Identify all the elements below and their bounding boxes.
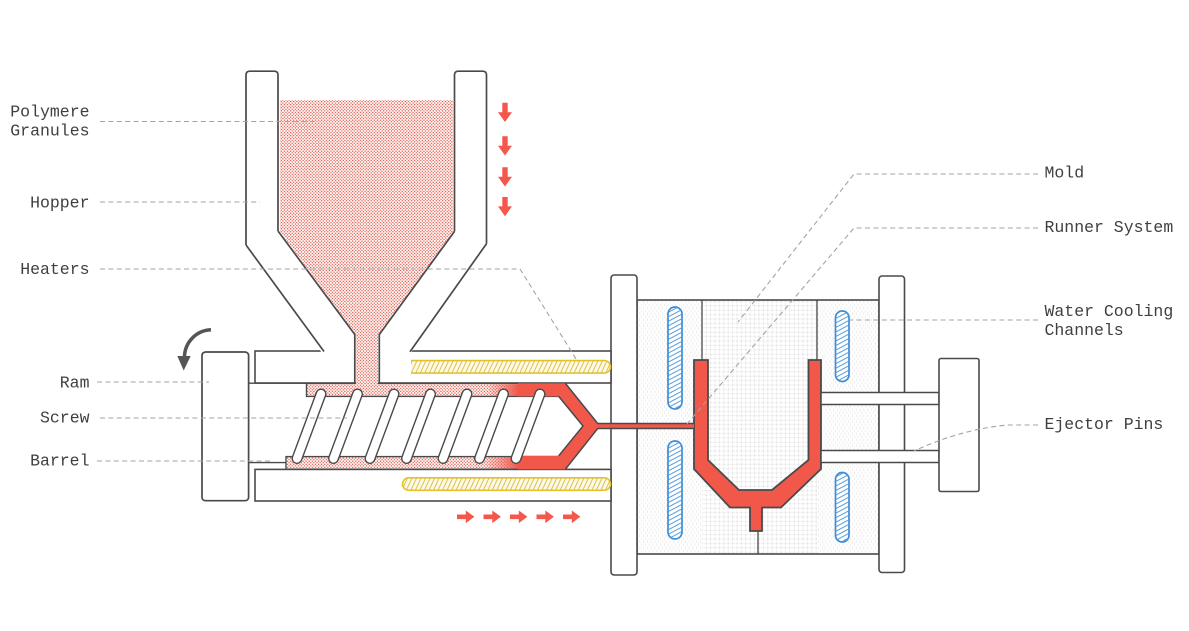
svg-text:Granules: Granules bbox=[10, 121, 89, 140]
svg-text:Heaters: Heaters bbox=[20, 260, 89, 279]
svg-text:Barrel: Barrel bbox=[30, 452, 89, 471]
svg-text:Ram: Ram bbox=[60, 374, 90, 393]
svg-text:Polymere: Polymere bbox=[10, 103, 89, 122]
svg-text:Channels: Channels bbox=[1045, 321, 1124, 340]
svg-text:Screw: Screw bbox=[40, 409, 90, 428]
svg-text:Mold: Mold bbox=[1045, 164, 1085, 183]
svg-text:Water Cooling: Water Cooling bbox=[1045, 302, 1174, 321]
svg-text:Ejector Pins: Ejector Pins bbox=[1045, 415, 1164, 434]
svg-text:Hopper: Hopper bbox=[30, 194, 89, 213]
svg-text:Runner System: Runner System bbox=[1045, 218, 1174, 237]
